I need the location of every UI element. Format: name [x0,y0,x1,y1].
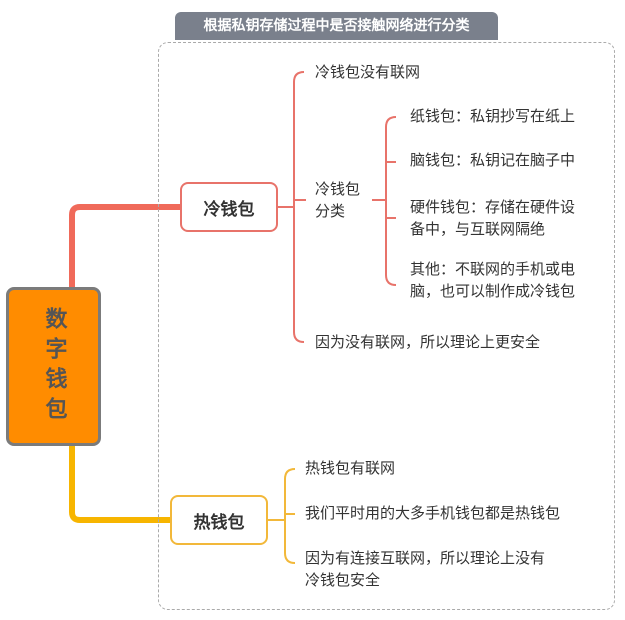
category-other: 其他：不联网的手机或电 脑，也可以制作成冷钱包 [410,258,575,302]
hardware-line1: 硬件钱包：存储在硬件设 [410,198,576,216]
less-safe-line1: 因为有连接互联网，所以理论上没有 [305,549,546,567]
hardware-line2: 备中，与互联网隔绝 [410,220,546,238]
classification-title: 根据私钥存储过程中是否接触网络进行分类 [175,12,498,40]
category-hardware-wallet: 硬件钱包：存储在硬件设 备中，与互联网隔绝 [410,196,575,240]
root-label: 数字钱包 [41,306,67,427]
cold-category-line1: 冷钱包 [315,180,361,198]
cold-wallet-label: 冷钱包 [203,199,255,220]
less-safe-line2: 冷钱包安全 [305,571,381,589]
hot-bracket [266,468,296,564]
hot-wallet-node: 热钱包 [170,495,268,545]
root-node: 数字钱包 [6,287,101,446]
cold-category-line2: 分类 [315,202,346,220]
hot-item-network: 热钱包有联网 [305,459,396,477]
cold-category-label: 冷钱包 分类 [315,178,360,222]
other-line2: 脑，也可以制作成冷钱包 [410,282,576,300]
category-paper-wallet: 纸钱包：私钥抄写在纸上 [410,107,576,125]
cold-item-no-network: 冷钱包没有联网 [315,63,421,81]
dashed-group-frame [158,42,615,610]
cold-item-safer: 因为没有联网，所以理论上更安全 [315,333,541,351]
root-to-hot-line [69,440,170,523]
hot-wallet-label: 热钱包 [193,512,245,533]
cold-bracket [276,71,305,343]
other-line1: 其他：不联网的手机或电 [410,260,576,278]
hot-item-mobile: 我们平时用的大多手机钱包都是热钱包 [305,504,561,522]
root-to-cold-line [69,204,180,287]
cold-wallet-node: 冷钱包 [180,182,278,232]
category-brain-wallet: 脑钱包：私钥记在脑子中 [410,151,576,169]
category-bracket [372,116,397,286]
hot-item-less-safe: 因为有连接互联网，所以理论上没有 冷钱包安全 [305,547,545,591]
